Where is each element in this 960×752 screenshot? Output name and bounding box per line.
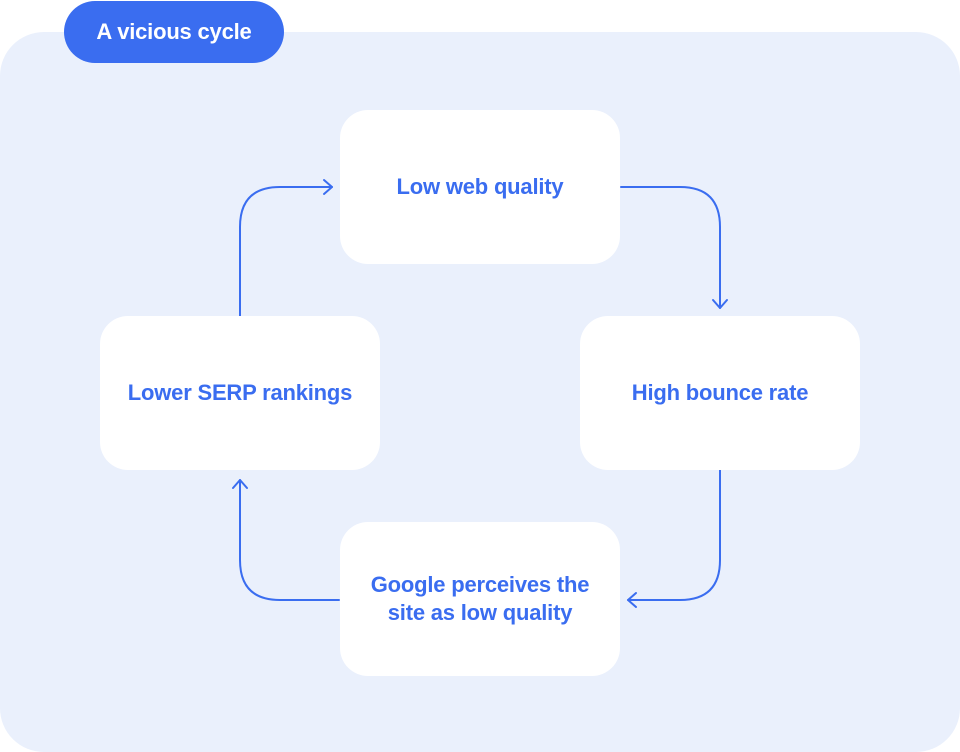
node-high-bounce-rate: High bounce rate [580,316,860,470]
node-label: Google perceives the site as low quality [370,572,590,625]
node-label: High bounce rate [631,380,809,405]
node-lower-serp-rankings: Lower SERP rankings [100,316,380,470]
node-label: Low web quality [396,174,564,199]
node-google-perceives-low-quality: Google perceives the site as low quality [340,522,620,676]
node-label: Lower SERP rankings [127,380,353,405]
diagram-title: A vicious cycle [64,1,284,63]
node-low-web-quality: Low web quality [340,110,620,264]
